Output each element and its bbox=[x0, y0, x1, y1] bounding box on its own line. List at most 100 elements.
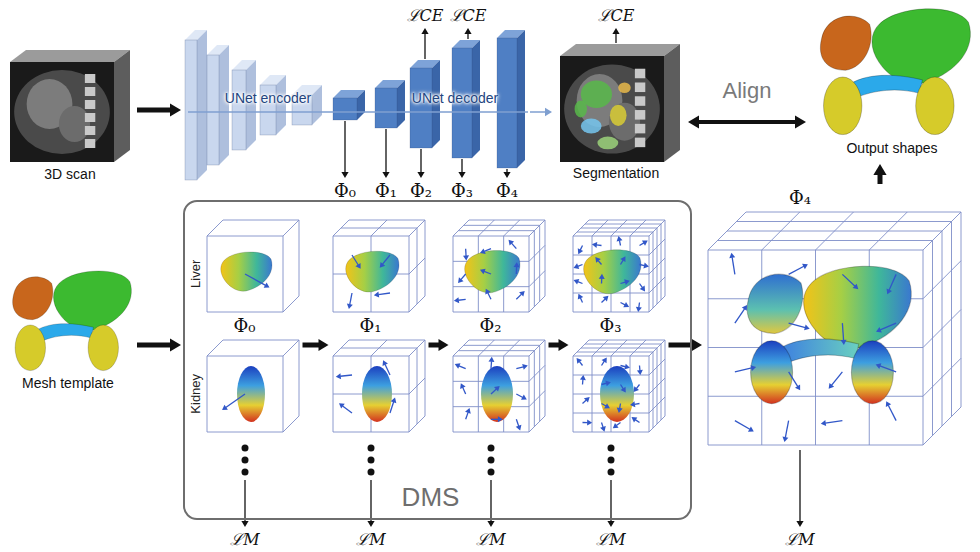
deformation-arrow-head bbox=[347, 304, 353, 309]
flow-arrow-line bbox=[549, 343, 560, 348]
loss-arrow-line bbox=[799, 450, 800, 522]
deformation-arrow-head bbox=[355, 263, 360, 269]
block-side bbox=[357, 90, 365, 120]
deformation-arrow-head bbox=[592, 242, 597, 248]
deformation-arrow-line bbox=[842, 323, 843, 340]
spine-slice bbox=[85, 113, 95, 122]
flow-arrow-head bbox=[170, 338, 181, 351]
deformation-arrow-head bbox=[599, 274, 605, 279]
deformation-arrow-line bbox=[516, 267, 518, 274]
ellipsis-dot bbox=[608, 469, 615, 476]
decoder-stack: UNet decoder bbox=[331, 22, 528, 184]
scan-side-face bbox=[114, 50, 130, 162]
decoder-block bbox=[497, 30, 525, 168]
final-cube bbox=[708, 212, 961, 527]
flow-arrow-line bbox=[137, 108, 171, 113]
deformation-arrow-head bbox=[455, 363, 461, 369]
spleen-shape bbox=[13, 277, 53, 320]
deformation-arrow-head bbox=[821, 420, 826, 426]
deformation-stage: Φ₁ bbox=[331, 216, 427, 438]
panel-caption: Mesh template bbox=[22, 375, 114, 392]
deformation-arrow-head bbox=[584, 397, 590, 403]
flow-arrow-head bbox=[559, 339, 569, 351]
flow-arrow bbox=[530, 108, 552, 116]
deformation-arrow-line bbox=[582, 379, 584, 384]
deformation-arrow-head bbox=[624, 364, 630, 370]
ellipsis-dot bbox=[608, 457, 615, 464]
segment-patch bbox=[610, 105, 627, 126]
deformation-arrow-line bbox=[578, 282, 583, 284]
deformation-arrow-head bbox=[640, 286, 645, 292]
liver-shape bbox=[804, 266, 912, 348]
segmentation-panel: Segmentation bbox=[554, 36, 686, 184]
deformation-arrow-line bbox=[516, 419, 518, 426]
deformation-arrow-line bbox=[383, 255, 390, 264]
deformation-arrow-line bbox=[602, 361, 605, 365]
deformation-arrow-line bbox=[789, 266, 804, 274]
deformation-stage: Φ₀ bbox=[205, 216, 301, 438]
flow-arrow-line bbox=[303, 343, 320, 348]
deformation-arrow-line bbox=[459, 366, 466, 369]
deformation-arrow-line bbox=[735, 421, 750, 430]
output-organs bbox=[820, 9, 970, 135]
leader-arrow-head bbox=[341, 172, 348, 178]
grid-cube bbox=[453, 220, 545, 312]
deformation-arrow-head bbox=[613, 423, 619, 428]
scan-front-face bbox=[560, 56, 664, 162]
deformation-arrow-head bbox=[748, 426, 754, 431]
deformation-arrow-head bbox=[391, 397, 397, 403]
deformation-arrow-line bbox=[619, 404, 621, 409]
deformation-arrow-line bbox=[602, 404, 607, 406]
flow-arrow-head bbox=[795, 115, 806, 128]
deformation-arrow-line bbox=[390, 402, 394, 413]
ct-scan bbox=[10, 50, 130, 162]
deformation-arrow-line bbox=[484, 249, 491, 252]
deformation-arrow-head bbox=[498, 416, 503, 422]
loss-arrow-line bbox=[244, 480, 245, 522]
ellipsis-dot bbox=[488, 469, 495, 476]
loss-arrow-line bbox=[610, 480, 611, 522]
panel-caption: 3D scan bbox=[44, 166, 95, 183]
spleen-shape bbox=[820, 16, 871, 70]
deformation-arrow-head bbox=[853, 284, 859, 290]
deformation-arrow-head bbox=[460, 383, 465, 389]
deformation-arrow-head bbox=[876, 363, 882, 369]
deformation-arrow-line bbox=[621, 385, 624, 389]
liver-shape bbox=[346, 251, 399, 292]
deformation-arrow-line bbox=[616, 423, 620, 426]
deformation-arrow-head bbox=[336, 373, 341, 379]
deformation-arrow-head bbox=[573, 263, 579, 269]
dms-cubes bbox=[207, 220, 665, 527]
spine-slice bbox=[85, 139, 95, 148]
leader-arrow-line bbox=[385, 129, 386, 173]
loss-arrow-line bbox=[424, 33, 425, 59]
deformation-arrow-head bbox=[600, 426, 606, 432]
deformation-arrow-line bbox=[491, 389, 496, 394]
deformation-arrow-line bbox=[340, 375, 352, 376]
flow-arrow-line bbox=[878, 174, 883, 184]
deformation-stage: Φ₃ bbox=[571, 216, 667, 438]
deformation-arrow-head bbox=[374, 292, 379, 298]
flow-arrow-head bbox=[170, 103, 181, 116]
deformation-arrow-line bbox=[880, 366, 896, 372]
deformation-arrow-line bbox=[640, 284, 643, 288]
panel-caption: UNet encoder bbox=[225, 90, 311, 107]
deformation-arrow-line bbox=[789, 323, 806, 327]
stage-symbol: Φ₁ bbox=[360, 315, 382, 337]
liver-shape bbox=[221, 252, 272, 291]
deformation-arrow-head bbox=[383, 360, 388, 366]
flow-arrow-head bbox=[873, 164, 886, 175]
deformation-arrow-head bbox=[578, 248, 583, 254]
deformation-arrow-head bbox=[841, 340, 847, 345]
deformation-arrow-head bbox=[643, 263, 649, 269]
loss-arrow-head bbox=[421, 28, 428, 34]
decoder-block bbox=[375, 80, 405, 128]
kidney-shape bbox=[600, 366, 634, 422]
pancreas-shape bbox=[780, 339, 859, 364]
deformation-arrow-head bbox=[782, 437, 788, 442]
loss-symbol: ℒCE bbox=[598, 6, 635, 25]
deformation-arrow-head bbox=[876, 327, 882, 333]
segment-patch bbox=[597, 137, 618, 150]
ellipsis-dot bbox=[368, 445, 375, 452]
